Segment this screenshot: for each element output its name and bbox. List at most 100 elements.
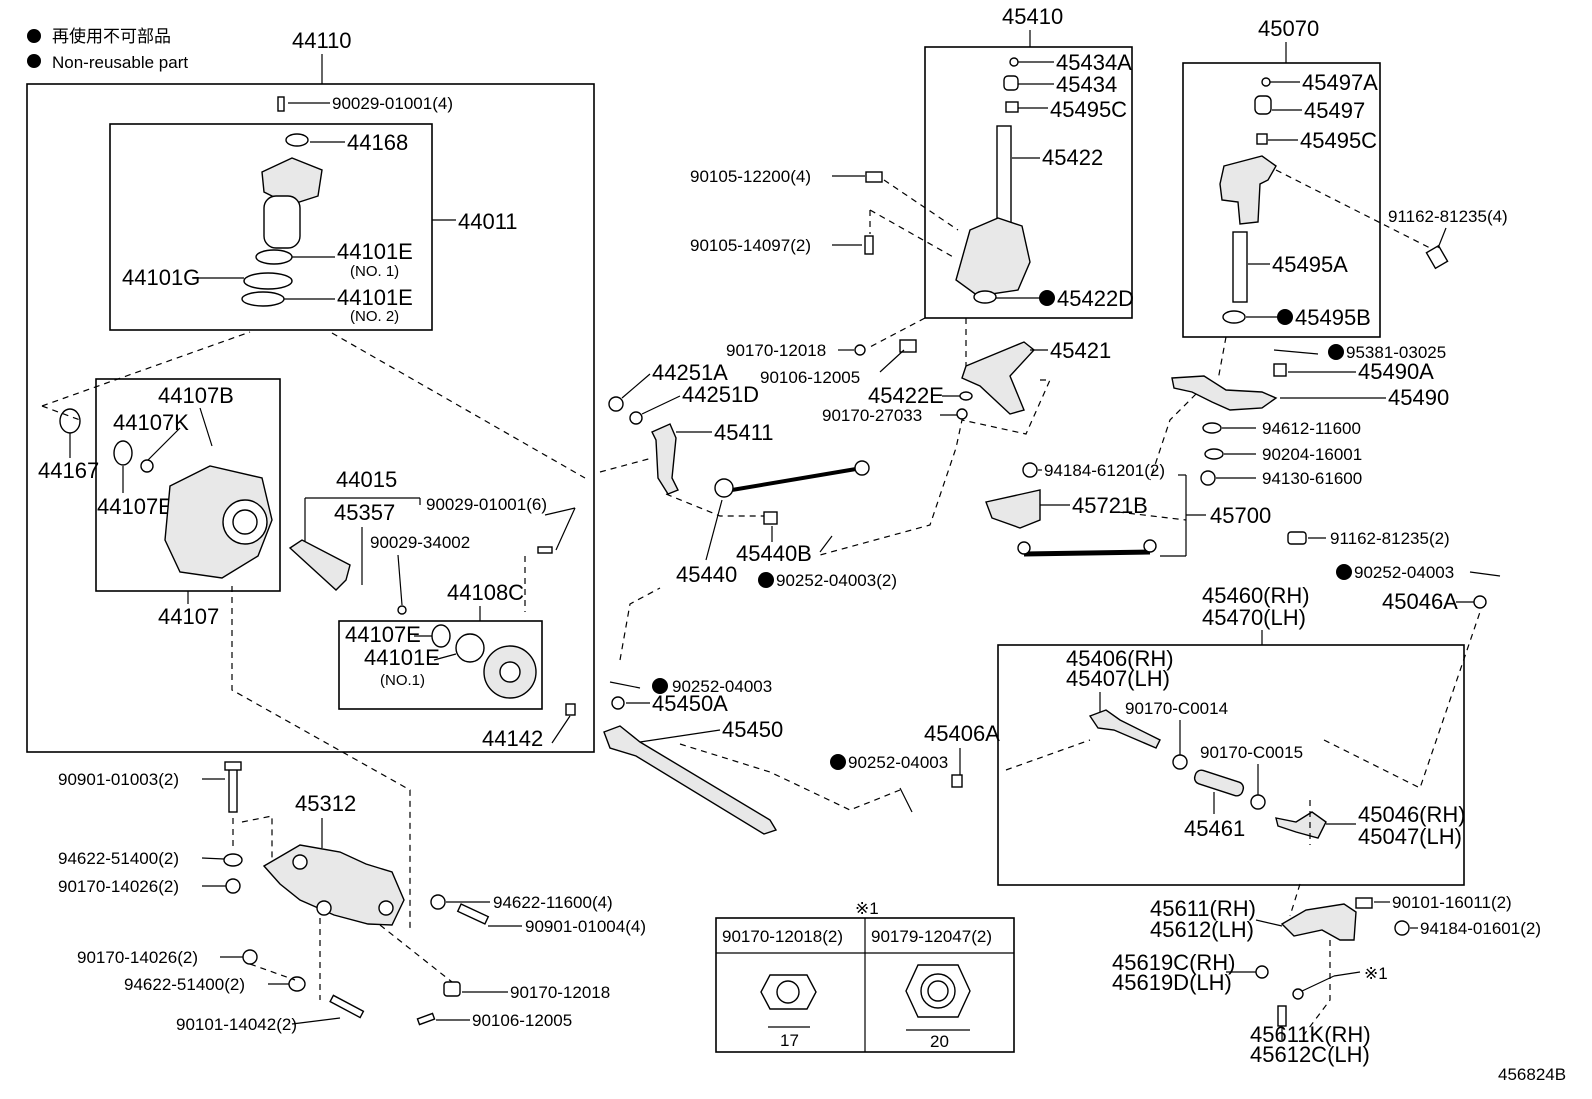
washer-45495b-icon bbox=[1222, 310, 1246, 324]
label-90106-12005-a: 90106-12005 bbox=[760, 368, 860, 387]
label-44107e: 44107E bbox=[97, 494, 173, 519]
label-94622-11600: 94622-11600(4) bbox=[493, 893, 613, 912]
label-95381-03025: 95381-03025 bbox=[1346, 343, 1446, 362]
label-44251d: 44251D bbox=[682, 382, 759, 407]
washer-94622-11600-icon bbox=[430, 894, 446, 910]
nut-table-mark: ※1 bbox=[855, 899, 879, 918]
label-44107k: 44107K bbox=[113, 410, 189, 435]
seal-44101g-icon bbox=[243, 272, 293, 290]
label-90105-14097: 90105-14097(2) bbox=[690, 236, 811, 255]
label-91162-81235-4: 91162-81235(4) bbox=[1388, 207, 1508, 226]
label-45612c-lh: 45612C(LH) bbox=[1250, 1042, 1370, 1067]
nut-table-col1-size: 17 bbox=[780, 1031, 799, 1050]
seal-44167-icon bbox=[59, 408, 81, 434]
plug-44142-icon bbox=[565, 703, 576, 716]
washer-90204-16001-icon bbox=[1204, 448, 1224, 460]
label-90170-14026-b: 90170-14026(2) bbox=[77, 948, 198, 967]
box-45460 bbox=[997, 644, 1465, 886]
seal-44107e-b-icon bbox=[431, 624, 451, 648]
label-44142: 44142 bbox=[482, 726, 543, 751]
label-45357: 45357 bbox=[334, 500, 395, 525]
label-90106-12005-b: 90106-12005 bbox=[472, 1011, 572, 1030]
label-90252-04003-c: 90252-04003 bbox=[1354, 563, 1454, 582]
label-44107e-b: 44107E bbox=[345, 622, 421, 647]
label-45495c-b: 45495C bbox=[1300, 128, 1377, 153]
bolt-90106-12005-b-icon bbox=[416, 1012, 436, 1026]
tie-rod-end-outer-icon bbox=[1275, 811, 1327, 839]
nut-94130-61600-icon bbox=[1200, 470, 1216, 486]
label-45046a: 45046A bbox=[1382, 589, 1458, 614]
box-44110 bbox=[26, 83, 595, 753]
seal-45422e-icon bbox=[959, 391, 973, 401]
label-90901-01003: 90901-01003(2) bbox=[58, 770, 179, 789]
cap-45497-icon bbox=[1254, 95, 1272, 115]
label-44101e-no1: 44101E bbox=[337, 239, 413, 264]
shaft-45422-icon bbox=[996, 125, 1012, 227]
washer-94622-51400-a-icon bbox=[223, 853, 243, 867]
label-90252-04003-2a: 90252-04003(2) bbox=[776, 571, 897, 590]
gear-housing-icon bbox=[164, 465, 273, 579]
grease-fitting-45497a-icon bbox=[1261, 77, 1271, 87]
cotter-pin-b-icon bbox=[609, 681, 641, 689]
label-90170-14026-a: 90170-14026(2) bbox=[58, 877, 179, 896]
label-45495c-a: 45495C bbox=[1050, 97, 1127, 122]
cotter-pin-95381-icon bbox=[1273, 349, 1319, 355]
nut-45440b-icon bbox=[763, 511, 778, 525]
legend-dot-jp bbox=[27, 29, 41, 43]
label-91162-81235-2: 91162-81235(2) bbox=[1330, 529, 1450, 548]
label-45495b: 45495B bbox=[1295, 305, 1371, 330]
group-label-45410: 45410 bbox=[1002, 4, 1063, 29]
drag-link-45440 bbox=[719, 466, 863, 494]
label-45450: 45450 bbox=[722, 717, 783, 742]
label-45490a: 45490A bbox=[1358, 359, 1434, 384]
nut-table-col2-header: 90179-12047(2) bbox=[871, 927, 992, 946]
label-94184-01601: 94184-01601(2) bbox=[1420, 919, 1541, 938]
label-90029-01001-6: 90029-01001(6) bbox=[426, 495, 547, 514]
legend-jp: 再使用不可部品 bbox=[52, 26, 171, 46]
legend-dot-en bbox=[27, 54, 41, 68]
bracket-45721b-icon bbox=[985, 489, 1041, 529]
screw-icon bbox=[277, 96, 285, 112]
cotter-pin-c-icon bbox=[1469, 571, 1501, 577]
label-45046-rh: 45046(RH) bbox=[1358, 802, 1466, 827]
tie-rod-end-inner-icon bbox=[1088, 709, 1161, 749]
box-44108c bbox=[338, 620, 543, 710]
label-44101e-no2-sub: (NO. 2) bbox=[350, 308, 399, 325]
label-94622-51400-b: 94622-51400(2) bbox=[124, 975, 245, 994]
label-45619d-lh: 45619D(LH) bbox=[1112, 970, 1232, 995]
idler-bracket-icon bbox=[955, 217, 1031, 297]
bolt-91162-81235-4-icon bbox=[1425, 244, 1449, 270]
o-ring-44101e-no2-icon bbox=[241, 291, 285, 307]
label-45312: 45312 bbox=[295, 791, 356, 816]
collar-45619c-icon bbox=[1255, 965, 1269, 979]
label-44251a: 44251A bbox=[652, 360, 728, 385]
nut-45046a-icon bbox=[1473, 595, 1487, 609]
label-45497a: 45497A bbox=[1302, 70, 1378, 95]
nut-45450a-icon bbox=[611, 696, 625, 710]
label-45611-rh: 45611(RH) bbox=[1150, 896, 1256, 921]
sleeve-45461-icon bbox=[1193, 769, 1245, 797]
label-45450a: 45450A bbox=[652, 691, 728, 716]
label-45406-rh: 45406(RH) bbox=[1066, 646, 1174, 671]
idler-bracket-45070-icon bbox=[1219, 155, 1277, 225]
nut-90170-c0015-icon bbox=[1250, 794, 1266, 810]
label-94184-61201: 94184-61201(2) bbox=[1044, 461, 1165, 480]
label-90204-16001: 90204-16001 bbox=[1262, 445, 1362, 464]
label-45411: 45411 bbox=[714, 420, 774, 445]
label-44101g: 44101G bbox=[122, 265, 200, 290]
group-label-44110: 44110 bbox=[292, 28, 352, 53]
label-90101-16011: 90101-16011(2) bbox=[1392, 893, 1512, 912]
label-90029-01001-4: 90029-01001(4) bbox=[332, 94, 453, 113]
box-44011 bbox=[109, 123, 433, 331]
nut-44251a-icon bbox=[608, 396, 624, 412]
washer-45422d-icon bbox=[973, 290, 997, 304]
label-44101e-no2: 44101E bbox=[337, 285, 413, 310]
label-90170-c0014: 90170-C0014 bbox=[1125, 699, 1228, 718]
label-45461: 45461 bbox=[1184, 816, 1245, 841]
tie-rod-45450-icon bbox=[603, 725, 778, 835]
seal-45495c-a-icon bbox=[1005, 101, 1019, 113]
damper-45700 bbox=[1023, 549, 1151, 557]
nut-90170-c0014-icon bbox=[1172, 754, 1188, 770]
label-45047-lh: 45047(LH) bbox=[1358, 824, 1462, 849]
nut-90170-14026-b-icon bbox=[242, 949, 258, 965]
